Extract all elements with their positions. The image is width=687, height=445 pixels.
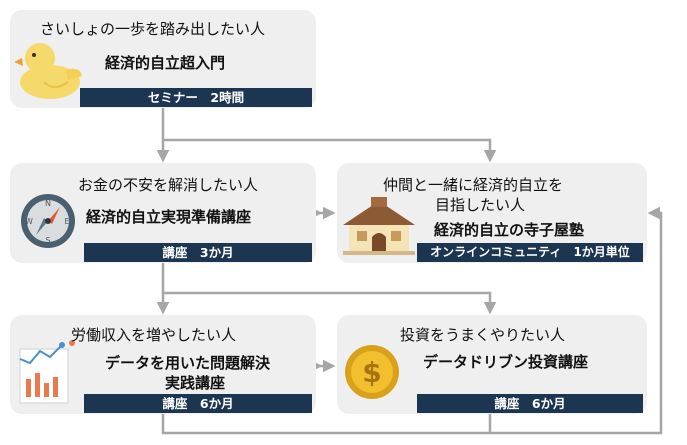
course-card-intro[interactable]: さいしょの一歩を踏み出したい人 経済的自立超入門 セミナー 2時間 bbox=[10, 10, 316, 108]
compass-icon: N S W E bbox=[21, 194, 75, 248]
svg-text:S: S bbox=[45, 236, 50, 245]
card-subtitle: 仲間と一緒に経済的自立を bbox=[383, 176, 564, 194]
card-subtitle: 労働収入を増やしたい人 bbox=[71, 326, 237, 344]
duration-tag: 講座 6か月 bbox=[417, 394, 643, 413]
card-title: データドリブン投資講座 bbox=[423, 353, 589, 371]
card-title-line2: 実践講座 bbox=[165, 374, 226, 392]
card-title: 経済的自立の寺子屋塾 bbox=[434, 221, 585, 239]
dollar-coin-icon: $ bbox=[345, 345, 399, 399]
arrow-intro-to-community bbox=[163, 138, 497, 163]
course-card-invest[interactable]: $ 投資をうまくやりたい人 データドリブン投資講座 講座 6か月 bbox=[337, 315, 647, 414]
arrow-loop-to-community bbox=[161, 206, 663, 435]
card-title: データを用いた問題解決 bbox=[105, 354, 271, 372]
svg-text:W: W bbox=[25, 217, 33, 226]
card-subtitle: お金の不安を解消したい人 bbox=[78, 176, 259, 194]
svg-text:$: $ bbox=[362, 356, 381, 389]
card-title: 経済的自立実現準備講座 bbox=[86, 208, 252, 226]
duration-tag: セミナー 2時間 bbox=[80, 88, 312, 107]
arrow-prep-to-invest bbox=[163, 291, 497, 315]
svg-text:E: E bbox=[64, 217, 69, 226]
course-card-community[interactable]: 仲間と一緒に経済的自立を 目指したい人 経済的自立の寺子屋塾 オンラインコミュニ… bbox=[337, 163, 647, 263]
rubber-duck-icon bbox=[14, 43, 82, 99]
house-icon bbox=[343, 197, 415, 255]
duration-tag: 講座 6か月 bbox=[84, 394, 312, 413]
course-card-prep[interactable]: N S W E お金の不安を解消したい人 経済的自立実現準備講座 講座 3か月 bbox=[10, 163, 316, 263]
course-card-data[interactable]: 労働収入を増やしたい人 データを用いた問題解決 実践講座 講座 6か月 bbox=[10, 315, 316, 414]
card-subtitle-line2: 目指したい人 bbox=[435, 196, 526, 214]
card-subtitle: さいしょの一歩を踏み出したい人 bbox=[40, 20, 266, 38]
svg-text:N: N bbox=[45, 199, 51, 208]
card-title: 経済的自立超入門 bbox=[105, 54, 226, 72]
analytics-report-icon bbox=[19, 340, 75, 404]
card-subtitle: 投資をうまくやりたい人 bbox=[400, 326, 566, 344]
duration-tag: オンラインコミュニティ 1か月単位 bbox=[417, 243, 643, 262]
duration-tag: 講座 3か月 bbox=[84, 243, 312, 262]
